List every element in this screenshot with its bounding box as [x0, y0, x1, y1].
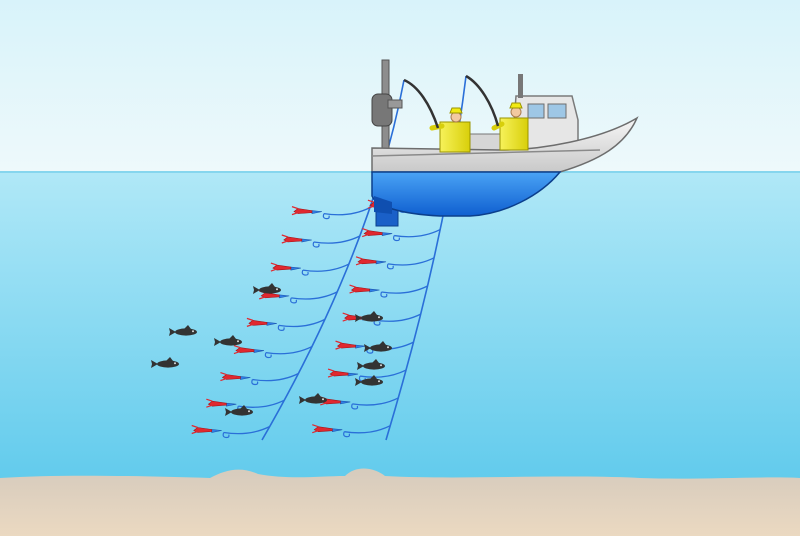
- lure-skirt: [329, 370, 349, 377]
- jig-lure: [233, 345, 313, 359]
- branch-line: [394, 228, 441, 238]
- hook-icon: [366, 347, 374, 354]
- branch-line: [291, 291, 338, 300]
- jig-lure: [246, 317, 326, 331]
- jig-lure: [291, 206, 371, 220]
- lure-skirt: [363, 230, 383, 236]
- jig-lure: [355, 256, 435, 270]
- fisherman-right: [491, 102, 529, 151]
- hook-icon: [380, 291, 388, 298]
- sky: [0, 0, 800, 172]
- fish-icon: [169, 325, 197, 336]
- branch-line: [223, 425, 271, 435]
- seabed: [0, 468, 800, 536]
- branch-line: [387, 257, 435, 266]
- jig-lure: [320, 396, 399, 410]
- jig-lure: [270, 262, 350, 276]
- hook-icon: [351, 403, 359, 410]
- boat-winch: [371, 93, 393, 127]
- boat-hull: [371, 116, 639, 173]
- fish-icon: [357, 359, 385, 370]
- hook-icon: [251, 379, 259, 386]
- hook-icon: [322, 213, 330, 220]
- sea-water: [0, 172, 800, 492]
- branch-line: [313, 235, 361, 244]
- fish-school: [151, 283, 392, 416]
- hook-icon: [290, 297, 298, 304]
- fish-icon: [214, 335, 242, 346]
- hook-icon: [301, 269, 309, 276]
- lure-skirt: [272, 264, 292, 271]
- lure-skirt: [235, 347, 255, 353]
- lure-skirt: [207, 400, 227, 407]
- fish-icon: [355, 311, 383, 322]
- main-line: [261, 79, 405, 441]
- branch-line: [352, 397, 399, 406]
- jig-lure: [349, 284, 428, 298]
- lure-skirt: [357, 258, 377, 265]
- fishing-rod-right: [465, 74, 500, 127]
- branch-line: [278, 318, 326, 328]
- hook-icon: [264, 352, 272, 359]
- lure-skirt: [221, 374, 241, 380]
- fish-icon: [299, 393, 327, 404]
- branch-line: [344, 425, 391, 434]
- jig-lure: [191, 424, 271, 439]
- fish-icon: [253, 283, 281, 294]
- hook-icon: [312, 241, 320, 248]
- branch-line: [265, 346, 313, 355]
- hook-icon: [386, 263, 394, 270]
- jig-lure: [312, 424, 391, 438]
- lure-skirt: [350, 286, 370, 293]
- cabin-window: [547, 103, 567, 119]
- branch-line: [359, 369, 407, 378]
- lure-skirt: [336, 342, 356, 349]
- branch-line: [252, 372, 299, 382]
- jig-lure: [361, 228, 441, 242]
- jig-lure: [220, 371, 299, 386]
- lure-skirt: [313, 426, 333, 432]
- branch-line: [381, 285, 428, 294]
- hook-icon: [222, 432, 230, 439]
- jig-lure: [281, 234, 361, 248]
- lure-skirt: [248, 320, 268, 326]
- fisherman-left: [429, 107, 471, 153]
- fish-icon: [364, 341, 392, 352]
- lure-skirt: [193, 427, 213, 433]
- fish-icon: [225, 405, 253, 416]
- lure-skirt: [293, 208, 313, 214]
- fish-icon: [151, 357, 179, 368]
- hook-icon: [373, 319, 381, 326]
- hook-icon: [343, 431, 351, 438]
- fishing-boat: [371, 59, 639, 227]
- hook-icon: [277, 325, 285, 331]
- branch-line: [323, 207, 371, 216]
- lure-skirt: [283, 236, 303, 243]
- branch-line: [302, 263, 350, 272]
- fish-icon: [355, 375, 383, 386]
- left-jig-line: [191, 79, 405, 441]
- cabin-window: [527, 103, 545, 119]
- fishing-rod-left: [403, 78, 440, 129]
- hook-icon: [393, 235, 401, 242]
